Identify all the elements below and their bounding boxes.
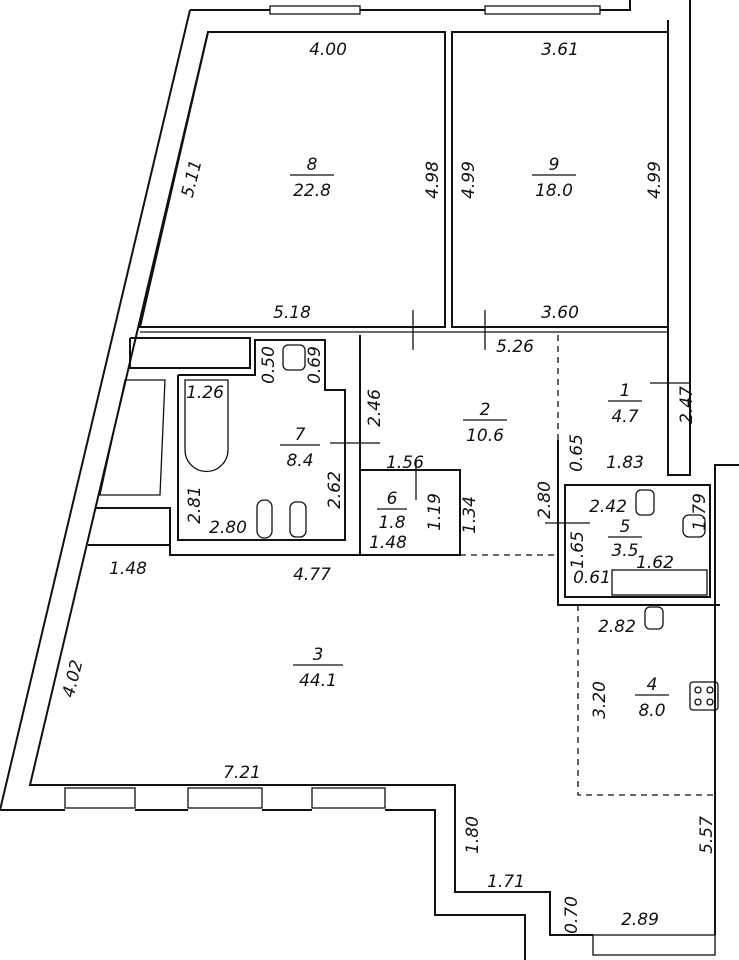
svg-text:0.50: 0.50 [259, 346, 279, 384]
svg-text:0.61: 0.61 [573, 568, 611, 588]
svg-text:5.11: 5.11 [178, 158, 207, 200]
svg-text:2.46: 2.46 [365, 389, 385, 427]
svg-text:4.99: 4.99 [459, 161, 479, 199]
svg-text:1: 1 [620, 381, 631, 401]
svg-text:8.0: 8.0 [638, 701, 665, 721]
svg-text:1.34: 1.34 [460, 496, 480, 534]
svg-text:3.60: 3.60 [541, 303, 579, 323]
svg-text:22.8: 22.8 [293, 181, 331, 201]
svg-text:2.82: 2.82 [598, 617, 636, 637]
svg-text:6: 6 [387, 489, 398, 509]
svg-text:1.83: 1.83 [606, 453, 644, 473]
svg-text:4.02: 4.02 [59, 658, 88, 700]
svg-text:1.79: 1.79 [690, 493, 710, 531]
svg-text:5: 5 [620, 517, 631, 537]
svg-text:5.18: 5.18 [273, 303, 311, 323]
svg-text:4.99: 4.99 [645, 161, 665, 199]
svg-text:4.77: 4.77 [293, 565, 331, 585]
room-label-9: 918.0 [532, 155, 576, 201]
svg-text:3.5: 3.5 [611, 541, 638, 561]
svg-text:10.6: 10.6 [466, 426, 504, 446]
svg-text:8.4: 8.4 [286, 451, 313, 471]
svg-text:1.19: 1.19 [425, 493, 445, 531]
svg-text:9: 9 [549, 155, 560, 175]
svg-text:18.0: 18.0 [535, 181, 573, 201]
toilet-icon [282, 344, 306, 371]
room-label-2: 210.6 [463, 400, 507, 446]
svg-text:1.56: 1.56 [386, 453, 424, 473]
stove-icon [689, 681, 719, 711]
sink-icon [644, 606, 664, 630]
room-label-4: 48.0 [635, 675, 669, 721]
svg-text:1.26: 1.26 [186, 383, 224, 403]
room-label-7: 78.4 [280, 425, 320, 471]
room-label-1: 14.7 [608, 381, 642, 427]
svg-text:8: 8 [307, 155, 318, 175]
svg-text:7: 7 [295, 425, 306, 445]
svg-text:5.26: 5.26 [496, 337, 534, 357]
room-label-5: 53.5 [608, 517, 642, 561]
toilet-icon [289, 501, 307, 538]
svg-text:3: 3 [313, 645, 324, 665]
svg-text:44.1: 44.1 [299, 671, 337, 691]
svg-text:4.98: 4.98 [423, 161, 443, 199]
svg-text:2.80: 2.80 [209, 518, 247, 538]
svg-text:1.71: 1.71 [487, 872, 525, 892]
svg-text:5.57: 5.57 [697, 816, 717, 854]
toilet-icon [682, 514, 706, 538]
svg-text:3.20: 3.20 [590, 681, 610, 719]
svg-text:1.48: 1.48 [369, 533, 407, 553]
svg-text:2.81: 2.81 [185, 486, 205, 524]
svg-text:1.80: 1.80 [463, 816, 483, 854]
room-label-6: 61.8 [377, 489, 407, 533]
svg-text:0.69: 0.69 [305, 346, 325, 384]
svg-text:2.62: 2.62 [325, 471, 345, 509]
svg-text:1.62: 1.62 [636, 553, 674, 573]
bathtub-icon [184, 379, 229, 473]
dimension-labels: 4.00 3.61 5.11 4.98 4.99 4.99 5.18 3.60 … [59, 40, 717, 934]
svg-text:0.70: 0.70 [562, 896, 582, 934]
svg-text:7.21: 7.21 [223, 763, 261, 783]
svg-text:2: 2 [480, 400, 491, 420]
svg-text:4.7: 4.7 [611, 407, 638, 427]
room-label-3: 344.1 [293, 645, 343, 691]
room-label-8: 822.8 [290, 155, 334, 201]
svg-text:2.80: 2.80 [535, 481, 555, 519]
svg-text:1.8: 1.8 [378, 513, 405, 533]
toilet-icon [635, 489, 655, 516]
svg-text:4: 4 [647, 675, 658, 695]
svg-text:1.65: 1.65 [568, 531, 588, 569]
svg-text:2.42: 2.42 [589, 497, 627, 517]
svg-text:4.00: 4.00 [309, 40, 347, 60]
svg-text:2.47: 2.47 [677, 386, 697, 424]
svg-text:1.48: 1.48 [109, 559, 147, 579]
svg-text:3.61: 3.61 [541, 40, 579, 60]
svg-text:0.65: 0.65 [567, 434, 587, 472]
svg-text:2.89: 2.89 [621, 910, 659, 930]
sink-icon [256, 499, 273, 539]
